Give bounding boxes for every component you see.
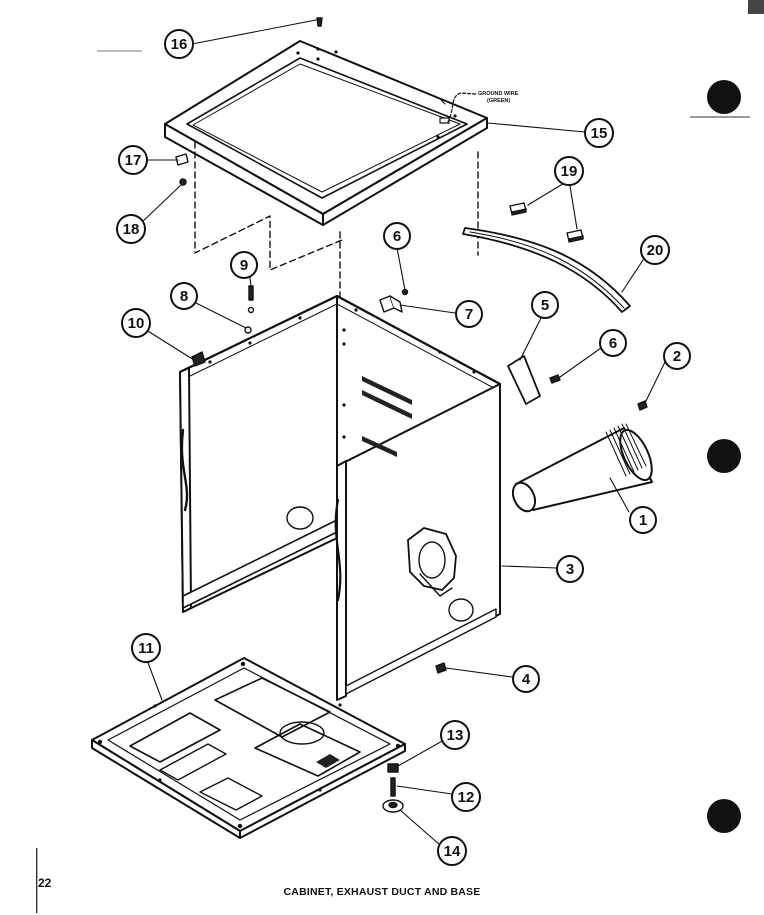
base-holes <box>97 661 401 829</box>
scan-artifacts <box>36 0 764 913</box>
hardware <box>175 17 648 813</box>
alignment-lines <box>194 141 479 301</box>
callout-19: 19 <box>554 156 584 186</box>
callout-5: 5 <box>531 291 559 319</box>
callout-16: 16 <box>164 29 194 59</box>
callout-18: 18 <box>116 214 146 244</box>
callout-3: 3 <box>556 555 584 583</box>
callout-label-5: 5 <box>541 297 549 314</box>
callout-label-6-right: 6 <box>609 335 617 352</box>
top-panel <box>164 40 488 226</box>
ground-wire-color: (GREEN) <box>487 98 510 104</box>
callout-label-11: 11 <box>138 640 154 657</box>
bracket-plate <box>507 355 541 405</box>
ground-wire <box>447 92 477 123</box>
callout-9: 9 <box>230 251 258 279</box>
callout-label-14: 14 <box>444 843 461 860</box>
callout-label-9: 9 <box>240 257 248 274</box>
cabinet-details <box>180 376 474 622</box>
top-panel-holes <box>296 47 457 139</box>
cabinet <box>178 294 502 701</box>
callout-label-12: 12 <box>458 789 475 806</box>
callout-label-1: 1 <box>639 512 647 529</box>
callout-label-3: 3 <box>566 561 574 578</box>
callout-4: 4 <box>512 665 540 693</box>
callout-15: 15 <box>584 118 614 148</box>
callouts: 1 2 3 4 5 6 6 7 8 9 10 11 12 13 14 15 16… <box>116 29 691 866</box>
ground-wire-note: GROUND WIRE (GREEN) <box>478 91 519 104</box>
callout-label-15: 15 <box>591 125 608 142</box>
callout-label-16: 16 <box>171 36 188 53</box>
base <box>91 657 406 839</box>
callout-11: 11 <box>131 633 161 663</box>
callout-14: 14 <box>437 836 467 866</box>
callout-8: 8 <box>170 282 198 310</box>
callout-label-8: 8 <box>180 288 188 305</box>
callout-6-top: 6 <box>383 222 411 250</box>
exhaust-duct <box>511 423 653 513</box>
callout-label-6-top: 6 <box>393 228 401 245</box>
callout-7: 7 <box>455 300 483 328</box>
trim-strip <box>462 227 631 313</box>
callout-label-19: 19 <box>561 163 578 180</box>
callout-label-20: 20 <box>647 242 664 259</box>
callout-label-10: 10 <box>128 315 145 332</box>
callout-label-13: 13 <box>447 727 464 744</box>
callout-label-17: 17 <box>125 152 142 169</box>
callout-10: 10 <box>121 308 151 338</box>
callout-12: 12 <box>451 782 481 812</box>
page-number: 22 <box>38 876 52 890</box>
callout-label-18: 18 <box>123 221 140 238</box>
callout-label-4: 4 <box>522 671 531 688</box>
figure-caption: CABINET, EXHAUST DUCT AND BASE <box>283 886 481 898</box>
callout-17: 17 <box>118 145 148 175</box>
ground-wire-label: GROUND WIRE <box>478 91 519 97</box>
callout-20: 20 <box>640 235 670 265</box>
leader-lines <box>139 19 666 846</box>
callout-label-7: 7 <box>465 306 473 323</box>
callout-2: 2 <box>663 342 691 370</box>
callout-label-2: 2 <box>673 348 681 365</box>
callout-1: 1 <box>629 506 657 534</box>
callout-13: 13 <box>440 720 470 750</box>
cabinet-screw-holes <box>208 308 476 439</box>
bumper-pads <box>509 202 584 243</box>
callout-6-right: 6 <box>599 329 627 357</box>
